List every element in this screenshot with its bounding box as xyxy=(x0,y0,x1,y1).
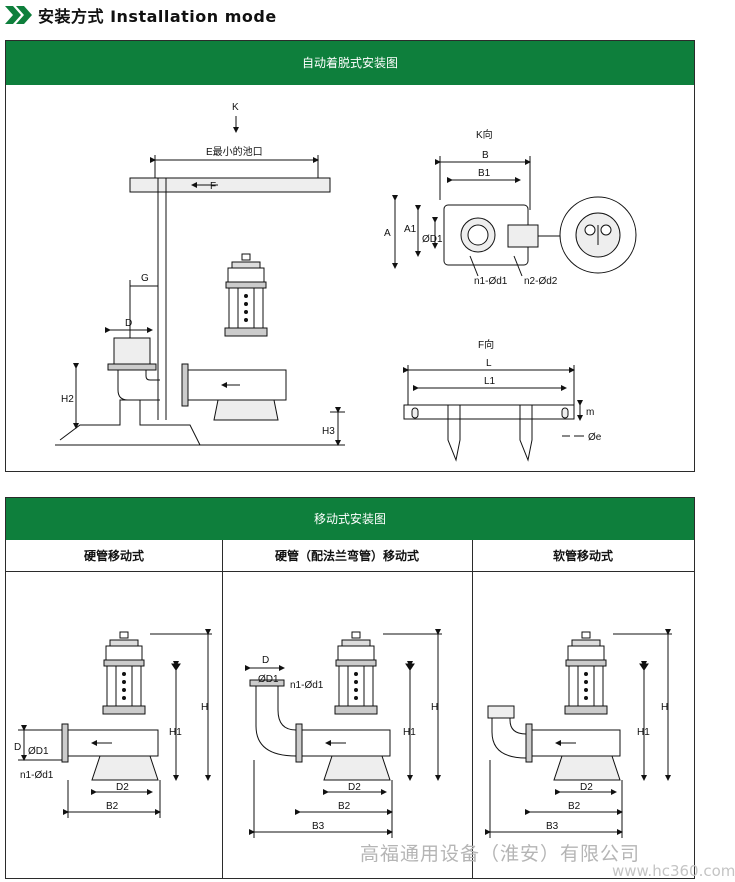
label-d2: D2 xyxy=(116,782,129,793)
technical-drawings: K E最小的池口 F G D H2 H3 K向 B B1 A A1 ØD1 n1… xyxy=(14,102,672,838)
watermark-site: www.hc360.com xyxy=(612,862,735,880)
label-a1: A1 xyxy=(404,224,417,235)
label-g: G xyxy=(141,273,149,284)
label-h: H xyxy=(431,702,438,713)
panel-title: 移动式安装图 xyxy=(6,498,694,540)
label-d2: D2 xyxy=(348,782,361,793)
label-h1: H1 xyxy=(169,727,182,738)
label-f-view: F向 xyxy=(478,338,494,351)
section-header: 安装方式 Installation mode xyxy=(0,0,700,34)
label-n1: n1-Ød1 xyxy=(290,680,324,691)
label-b2: B2 xyxy=(106,801,119,812)
label-oe: Øe xyxy=(588,432,602,443)
double-chevron-icon xyxy=(5,6,32,24)
label-k-view: K向 xyxy=(476,128,493,141)
label-d: D xyxy=(14,742,21,753)
column-divider xyxy=(472,540,473,878)
column-header-rigid: 硬管移动式 xyxy=(6,540,222,572)
label-m: m xyxy=(586,407,594,418)
label-h2: H2 xyxy=(61,394,74,405)
label-d2: D2 xyxy=(580,782,593,793)
label-a: A xyxy=(384,228,391,239)
column-header-rigid-elbow: 硬管（配法兰弯管）移动式 xyxy=(222,540,472,572)
label-n1: n1-Ød1 xyxy=(20,770,54,781)
label-b2: B2 xyxy=(568,801,581,812)
label-h1: H1 xyxy=(403,727,416,738)
f-view-labels: F向 L L1 m Øe xyxy=(478,338,602,443)
label-f: F xyxy=(210,181,216,192)
label-e: E最小的池口 xyxy=(206,145,263,158)
label-od1: ØD1 xyxy=(422,234,443,245)
label-h: H xyxy=(201,702,208,713)
section-title: 安装方式 Installation mode xyxy=(38,7,277,26)
label-d: D xyxy=(125,318,132,329)
label-n1: n1-Ød1 xyxy=(474,276,508,287)
column-header-hose: 软管移动式 xyxy=(472,540,694,572)
label-h3: H3 xyxy=(322,426,335,437)
label-n2: n2-Ød2 xyxy=(524,276,558,287)
hose-labels: H H1 D2 B2 B3 xyxy=(546,702,668,832)
label-b2: B2 xyxy=(338,801,351,812)
k-view-drawing xyxy=(392,156,637,277)
label-k: K xyxy=(232,102,239,113)
hose-drawing xyxy=(485,629,672,838)
label-l1: L1 xyxy=(484,376,496,387)
elbow-pipe-drawing xyxy=(245,629,442,838)
label-l: L xyxy=(486,358,492,369)
column-divider xyxy=(222,540,223,878)
label-b1: B1 xyxy=(478,168,491,179)
label-od1: ØD1 xyxy=(28,746,49,757)
panel-title: 自动着脱式安装图 xyxy=(6,41,694,85)
rigid-pipe-labels: H H1 D ØD1 n1-Ød1 D2 B2 xyxy=(14,702,208,812)
elbow-pipe-labels: D ØD1 n1-Ød1 H H1 D2 B2 B3 xyxy=(258,655,438,832)
f-view-drawing xyxy=(403,365,584,462)
label-b: B xyxy=(482,150,489,161)
label-h: H xyxy=(661,702,668,713)
k-view-labels: K向 B B1 A A1 ØD1 n1-Ød1 n2-Ød2 xyxy=(384,128,558,287)
label-h1: H1 xyxy=(637,727,650,738)
auto-coupling-drawing xyxy=(55,116,345,446)
label-d: D xyxy=(262,655,269,666)
watermark-company: 高福通用设备（淮安）有限公司 xyxy=(360,843,641,865)
label-b3: B3 xyxy=(546,821,559,832)
rigid-pipe-drawing xyxy=(18,629,212,818)
label-b3: B3 xyxy=(312,821,325,832)
label-od1: ØD1 xyxy=(258,674,279,685)
auto-coupling-labels: K E最小的池口 F G D H2 H3 xyxy=(61,102,335,437)
